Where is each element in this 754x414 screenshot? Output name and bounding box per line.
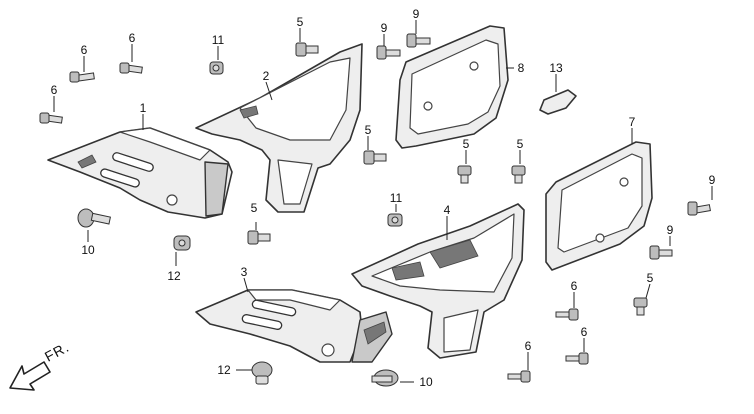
bolt-5b — [363, 150, 387, 165]
part-4-right-inner-panel: Hero — [351, 203, 525, 359]
callout-5c: 5 — [463, 137, 470, 151]
callout-1: 1 — [140, 101, 147, 115]
part-13-clip — [539, 89, 577, 115]
callout-9b: 9 — [413, 7, 420, 21]
callout-5e: 5 — [251, 201, 258, 215]
callout-3: 3 — [241, 265, 248, 279]
callout-6b: 6 — [129, 31, 136, 45]
callout-9d: 9 — [667, 223, 674, 237]
bolt-6e — [565, 352, 589, 365]
bolt-6f — [507, 370, 531, 383]
nut-11a — [209, 61, 224, 75]
washer-10a — [77, 208, 111, 228]
part-8-left-rear-cover — [395, 25, 509, 149]
grommet-12b — [251, 361, 273, 385]
callout-2: 2 — [263, 69, 270, 83]
callout-5b: 5 — [365, 123, 372, 137]
callout-6f: 6 — [525, 339, 532, 353]
part-3-right-side-cover — [195, 289, 393, 363]
bolt-6c — [39, 112, 63, 124]
callout-6c: 6 — [51, 83, 58, 97]
leader-lines — [53, 20, 713, 383]
grommet-12a — [173, 235, 191, 251]
front-label: FR. — [42, 339, 72, 365]
callout-12a: 12 — [167, 269, 181, 283]
callout-13: 13 — [549, 61, 563, 75]
part-1-left-side-cover — [47, 127, 233, 219]
callout-5d: 5 — [517, 137, 524, 151]
bolt-9b — [406, 33, 431, 48]
washer-10b — [371, 369, 399, 387]
callout-5f: 5 — [647, 271, 654, 285]
callout-5a: 5 — [297, 15, 304, 29]
bolt-6d — [555, 308, 579, 321]
callout-6e: 6 — [581, 325, 588, 339]
nut-11b — [387, 213, 403, 227]
bolt-6b — [119, 62, 143, 74]
bolt-9c — [687, 201, 711, 216]
callout-6d: 6 — [571, 279, 578, 293]
callout-11b: 11 — [390, 191, 403, 205]
bolt-5e — [247, 230, 271, 245]
callout-7: 7 — [629, 115, 636, 129]
callout-11a: 11 — [212, 33, 225, 47]
callout-10a: 10 — [81, 243, 95, 257]
callout-9c: 9 — [709, 173, 716, 187]
bolt-5c — [457, 165, 472, 184]
bolt-9d — [649, 245, 673, 260]
part-7-right-rear-cover — [545, 141, 653, 271]
bolt-6a — [69, 71, 95, 83]
bolt-5a — [295, 42, 319, 57]
callout-10b: 10 — [419, 375, 433, 389]
callout-6a: 6 — [81, 43, 88, 57]
callout-9a: 9 — [381, 21, 388, 35]
part-2-left-inner-panel — [195, 43, 363, 213]
bolt-5f — [633, 297, 648, 316]
callout-12b: 12 — [217, 363, 231, 377]
front-arrow-icon — [9, 361, 51, 391]
bolt-9a — [376, 45, 401, 60]
callout-4: 4 — [444, 203, 451, 217]
callout-8: 8 — [518, 61, 525, 75]
front-direction-indicator: FR. — [9, 339, 72, 391]
brand-logo-text: Hero — [480, 248, 494, 254]
bolt-5d — [511, 165, 526, 184]
